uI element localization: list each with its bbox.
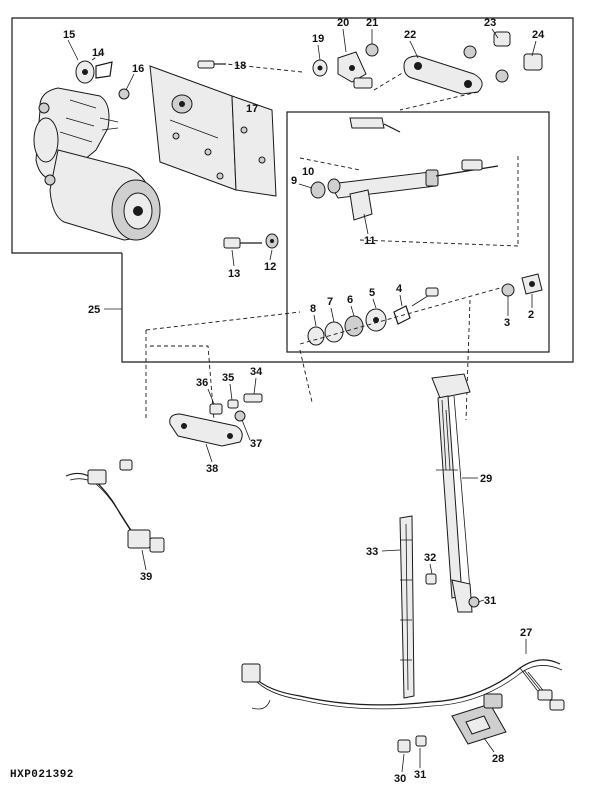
- dashed-guides: [145, 299, 471, 421]
- callout-29: 29: [462, 473, 492, 485]
- callout-20: 20: [337, 17, 349, 53]
- svg-text:18: 18: [234, 60, 246, 72]
- bolt-18: [197, 60, 226, 69]
- svg-text:12: 12: [264, 261, 276, 273]
- callout-5: 5: [369, 287, 377, 309]
- callout-37: 37: [241, 419, 262, 450]
- svg-text:3: 3: [504, 317, 510, 329]
- svg-text:27: 27: [520, 627, 532, 639]
- svg-text:9: 9: [291, 175, 297, 187]
- svg-text:22: 22: [404, 29, 416, 41]
- callout-34: 34: [250, 366, 263, 395]
- callout-9: 9: [291, 175, 313, 189]
- svg-text:19: 19: [312, 33, 324, 45]
- svg-text:31: 31: [414, 769, 426, 781]
- svg-text:21: 21: [366, 17, 378, 29]
- callout-7: 7: [327, 296, 335, 323]
- mounting-bracket: [149, 65, 277, 197]
- wiper-blade: [399, 515, 437, 699]
- svg-text:6: 6: [347, 294, 353, 306]
- callout-30: 30: [394, 753, 406, 785]
- wiper-arm: [431, 373, 480, 613]
- lower-bracket-assembly: [169, 393, 263, 447]
- callout-22: 22: [404, 29, 419, 59]
- figure-code: HXP021392: [10, 769, 74, 781]
- pivot-shaft-assembly: [299, 117, 519, 247]
- callout-2: 2: [528, 294, 534, 321]
- callout-38: 38: [205, 443, 218, 475]
- svg-text:25: 25: [88, 304, 100, 316]
- svg-text:39: 39: [140, 571, 152, 583]
- callout-4: 4: [396, 283, 403, 307]
- callout-23: 23: [484, 17, 499, 39]
- bushing-stack: [299, 273, 543, 346]
- callout-14: 14: [92, 47, 105, 59]
- callout-24: 24: [531, 29, 545, 57]
- callout-39: 39: [140, 549, 152, 583]
- svg-text:38: 38: [206, 463, 218, 475]
- callout-28: 28: [483, 737, 504, 765]
- callout-19: 19: [312, 33, 324, 61]
- callout-3: 3: [504, 296, 510, 329]
- svg-text:11: 11: [364, 235, 376, 247]
- svg-text:4: 4: [396, 283, 403, 295]
- svg-text:7: 7: [327, 296, 333, 308]
- harness-39: [65, 459, 165, 553]
- svg-text:30: 30: [394, 773, 406, 785]
- callout-15: 15: [63, 29, 79, 61]
- svg-text:5: 5: [369, 287, 375, 299]
- callout-17: 17: [246, 103, 258, 115]
- callout-6: 6: [347, 294, 355, 317]
- svg-text:16: 16: [132, 63, 144, 75]
- svg-text:13: 13: [228, 268, 240, 280]
- svg-text:33: 33: [366, 546, 378, 558]
- svg-text:17: 17: [246, 103, 258, 115]
- crank-arm-parts: [75, 51, 130, 131]
- callout-18: 18: [234, 60, 246, 72]
- svg-text:15: 15: [63, 29, 75, 41]
- svg-text:28: 28: [492, 753, 504, 765]
- svg-text:14: 14: [92, 47, 105, 59]
- svg-text:2: 2: [528, 309, 534, 321]
- svg-text:35: 35: [222, 372, 234, 384]
- callout-36: 36: [196, 377, 215, 405]
- callout-33: 33: [366, 546, 401, 558]
- callout-12: 12: [264, 249, 276, 273]
- callout-16: 16: [125, 63, 144, 91]
- outer-frame: [11, 17, 574, 363]
- callout-13: 13: [228, 249, 240, 280]
- svg-text:34: 34: [250, 366, 263, 378]
- callout-35: 35: [222, 372, 234, 401]
- svg-text:31: 31: [484, 595, 496, 607]
- callout-21-top: 21: [366, 17, 378, 44]
- svg-text:8: 8: [310, 303, 316, 315]
- callout-32: 32: [424, 552, 436, 575]
- rocker-switch: [397, 693, 507, 753]
- linkage-top: [225, 31, 543, 111]
- svg-text:20: 20: [337, 17, 349, 29]
- callout-11: 11: [363, 213, 376, 247]
- callout-25: 25: [88, 304, 122, 316]
- svg-text:29: 29: [480, 473, 492, 485]
- svg-text:32: 32: [424, 552, 436, 564]
- harness-27: [241, 659, 565, 711]
- svg-text:24: 24: [532, 29, 545, 41]
- callout-31-right: 31: [477, 595, 496, 607]
- svg-text:10: 10: [302, 166, 314, 178]
- wiper-motor: [33, 87, 161, 241]
- callout-10: 10: [302, 166, 314, 178]
- callout-27: 27: [520, 627, 532, 654]
- callout-31-bottom: 31: [414, 748, 426, 781]
- svg-text:37: 37: [250, 438, 262, 450]
- callout-8: 8: [310, 303, 317, 327]
- svg-text:36: 36: [196, 377, 208, 389]
- svg-text:23: 23: [484, 17, 496, 29]
- bolt-and-washer: [223, 233, 279, 249]
